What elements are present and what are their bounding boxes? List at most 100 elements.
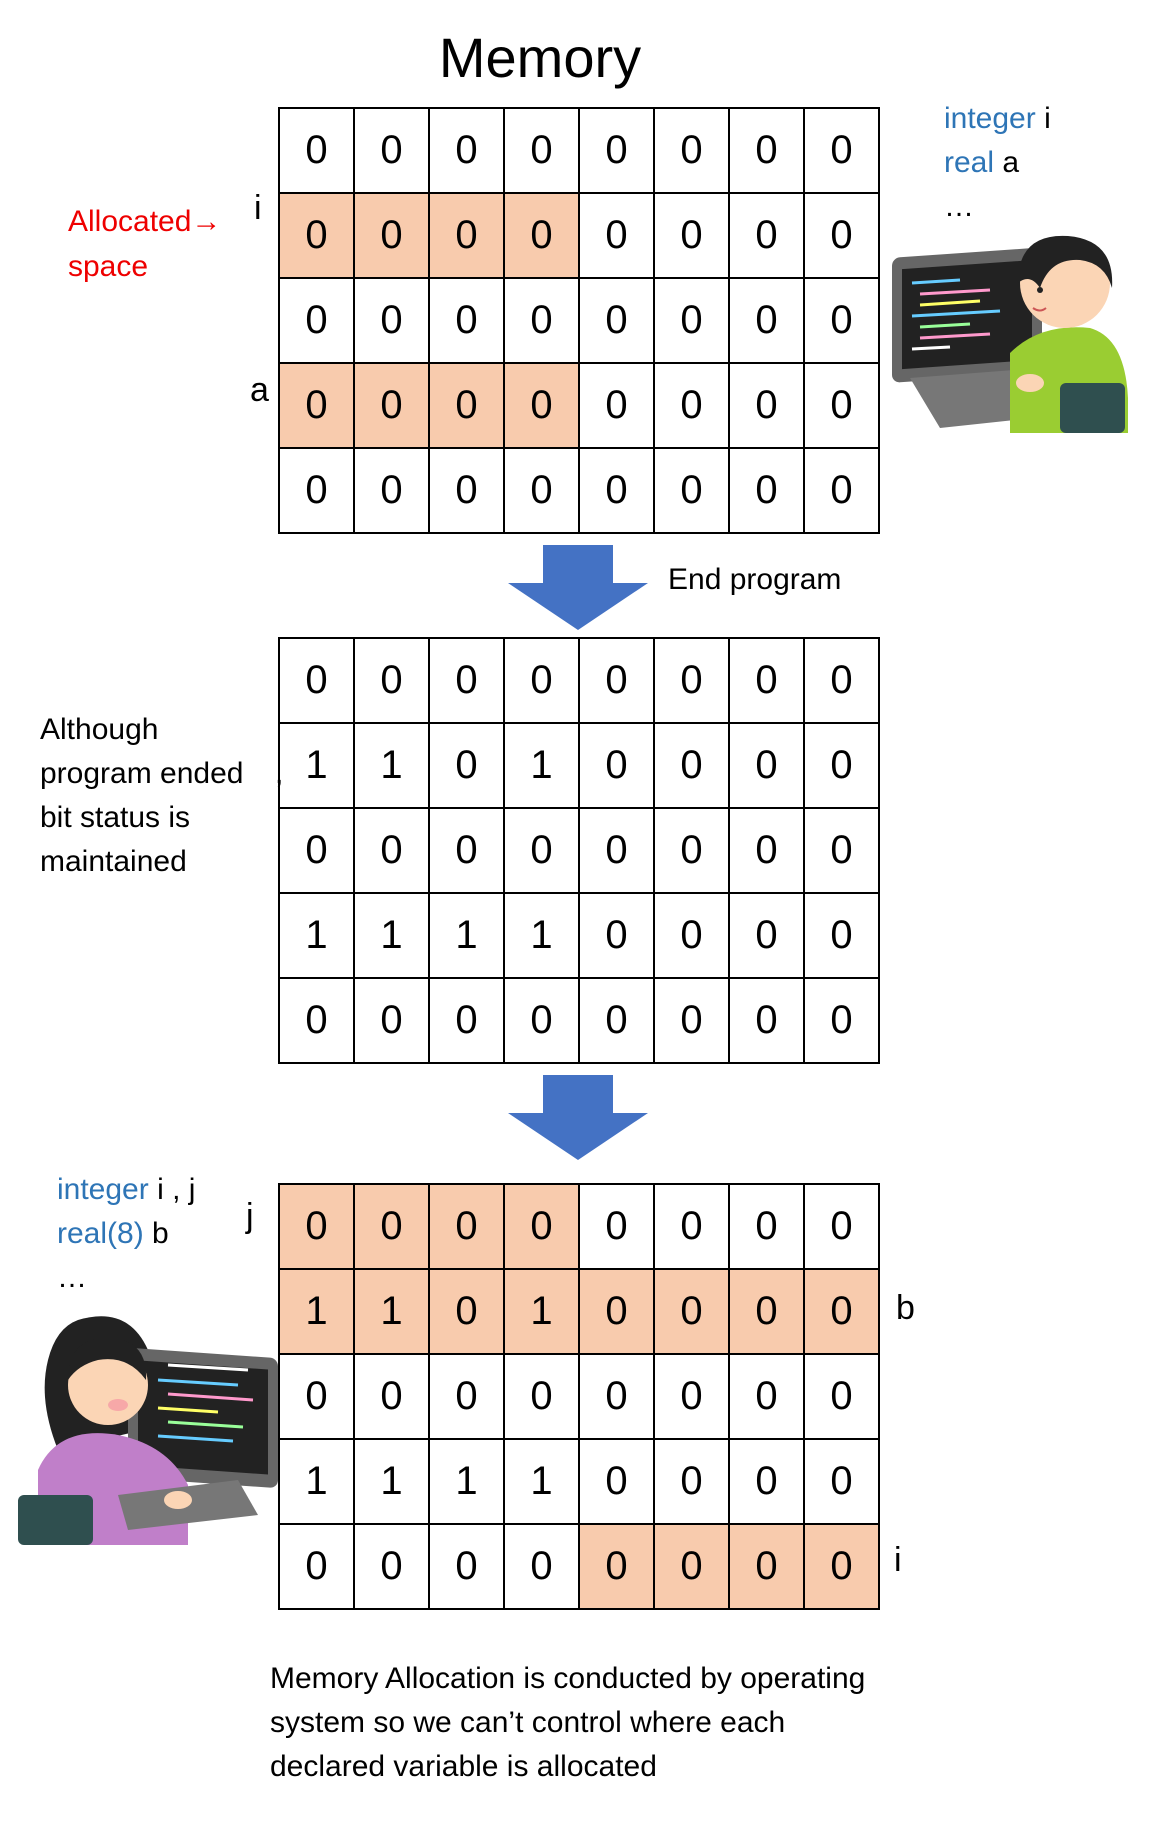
memory-bit-cell: 0 <box>504 448 579 533</box>
memory-bit-cell: 0 <box>279 448 354 533</box>
memory-bit-cell: 0 <box>654 638 729 723</box>
memory-bit-cell: 0 <box>429 278 504 363</box>
down-arrow-icon <box>508 545 648 630</box>
memory-bit-cell: 0 <box>654 978 729 1063</box>
memory-bit-cell: 0 <box>429 723 504 808</box>
memory-bit-cell: 1 <box>504 1269 579 1354</box>
memory-bit-cell: 0 <box>579 278 654 363</box>
memory-bit-cell: 0 <box>654 193 729 278</box>
memory-bit-cell: 0 <box>729 723 804 808</box>
memory-bit-cell: 0 <box>654 808 729 893</box>
code-ellipsis: … <box>944 190 974 223</box>
memory-bit-cell: 1 <box>504 1439 579 1524</box>
memory-bit-cell: 0 <box>429 448 504 533</box>
memory-bit-cell: 1 <box>429 1439 504 1524</box>
memory-bit-cell: 1 <box>354 1439 429 1524</box>
memory-bit-cell: 1 <box>279 1269 354 1354</box>
note-line1: Although <box>40 713 159 746</box>
memory-bit-cell: 0 <box>504 278 579 363</box>
memory-bit-cell: 0 <box>654 893 729 978</box>
memory-bit-cell: 0 <box>354 978 429 1063</box>
memory-bit-cell: 0 <box>804 1269 879 1354</box>
memory-bit-cell: 0 <box>579 108 654 193</box>
memory-bit-cell: 0 <box>429 808 504 893</box>
memory-bit-cell: 0 <box>804 1354 879 1439</box>
memory-bit-cell: 0 <box>504 638 579 723</box>
memory-bit-cell: 0 <box>654 278 729 363</box>
memory-bit-cell: 0 <box>504 978 579 1063</box>
memory-bit-cell: 0 <box>729 1269 804 1354</box>
end-program-label: End program <box>668 563 842 596</box>
memory-bit-cell: 0 <box>354 108 429 193</box>
memory-bit-cell: 0 <box>579 723 654 808</box>
var-name: b <box>143 1217 169 1250</box>
allocated-label-line2: space <box>68 250 149 283</box>
note-line4: maintained <box>40 845 187 878</box>
memory-bit-cell: 0 <box>579 363 654 448</box>
memory-bit-cell: 0 <box>429 978 504 1063</box>
memory-bit-cell: 0 <box>804 638 879 723</box>
keyword-integer: integer <box>944 102 1036 135</box>
memory-bit-cell: 0 <box>729 978 804 1063</box>
memory-bit-cell: 0 <box>654 1269 729 1354</box>
memory-bit-cell: 0 <box>654 1184 729 1269</box>
memory-bit-cell: 0 <box>354 1184 429 1269</box>
note-comma: , <box>275 757 284 790</box>
memory-bit-cell: 0 <box>279 638 354 723</box>
memory-bit-cell: 0 <box>804 1524 879 1609</box>
memory-bit-cell: 0 <box>279 978 354 1063</box>
memory-bit-cell: 0 <box>579 1184 654 1269</box>
var-name: a <box>994 146 1020 179</box>
memory-bit-cell: 0 <box>654 1439 729 1524</box>
variable-label-j: j <box>246 1197 254 1235</box>
memory-bit-cell: 0 <box>804 893 879 978</box>
memory-bit-cell: 0 <box>729 808 804 893</box>
memory-bit-cell: 0 <box>429 108 504 193</box>
memory-bit-cell: 1 <box>429 893 504 978</box>
memory-bit-cell: 0 <box>579 1354 654 1439</box>
memory-bit-cell: 0 <box>279 1354 354 1439</box>
memory-bit-cell: 0 <box>279 363 354 448</box>
variable-label-a: a <box>250 371 269 409</box>
memory-bit-cell: 0 <box>354 278 429 363</box>
down-arrow-icon <box>508 1075 648 1160</box>
memory-bit-cell: 0 <box>504 1524 579 1609</box>
variable-label-i: i <box>254 189 262 227</box>
memory-bit-cell: 1 <box>504 893 579 978</box>
memory-bit-cell: 0 <box>579 978 654 1063</box>
memory-bit-cell: 0 <box>804 448 879 533</box>
memory-bit-cell: 0 <box>654 723 729 808</box>
note-line3: bit status is <box>40 801 191 834</box>
memory-bit-cell: 0 <box>729 1439 804 1524</box>
memory-bit-cell: 1 <box>279 893 354 978</box>
note-line2: program ended <box>40 757 244 790</box>
var-name: i <box>1035 102 1051 135</box>
memory-bit-cell: 0 <box>804 808 879 893</box>
programmer-boy-icon <box>892 235 1128 433</box>
memory-bit-cell: 1 <box>279 1439 354 1524</box>
code-line-2: real a <box>944 141 1019 185</box>
code-ellipsis: … <box>57 1261 87 1294</box>
memory-bit-cell: 0 <box>279 808 354 893</box>
footer-line2: system so we can’t control where each <box>270 1706 786 1739</box>
memory-bit-cell: 0 <box>504 193 579 278</box>
memory-bit-cell: 0 <box>579 638 654 723</box>
memory-bit-cell: 0 <box>279 278 354 363</box>
memory-bit-cell: 0 <box>804 108 879 193</box>
memory-bit-cell: 1 <box>354 723 429 808</box>
memory-bit-cell: 0 <box>729 363 804 448</box>
memory-bit-cell: 0 <box>579 1524 654 1609</box>
memory-bit-cell: 0 <box>804 1439 879 1524</box>
footer-line3: declared variable is allocated <box>270 1750 657 1783</box>
memory-bit-cell: 0 <box>804 978 879 1063</box>
memory-bit-cell: 0 <box>429 1269 504 1354</box>
memory-bit-cell: 0 <box>429 1524 504 1609</box>
memory-bit-cell: 0 <box>729 893 804 978</box>
memory-bit-cell: 0 <box>654 1524 729 1609</box>
memory-bit-cell: 0 <box>729 193 804 278</box>
memory-bit-cell: 0 <box>279 1184 354 1269</box>
memory-bit-cell: 1 <box>504 723 579 808</box>
memory-bit-cell: 1 <box>354 1269 429 1354</box>
memory-bit-cell: 0 <box>504 1354 579 1439</box>
